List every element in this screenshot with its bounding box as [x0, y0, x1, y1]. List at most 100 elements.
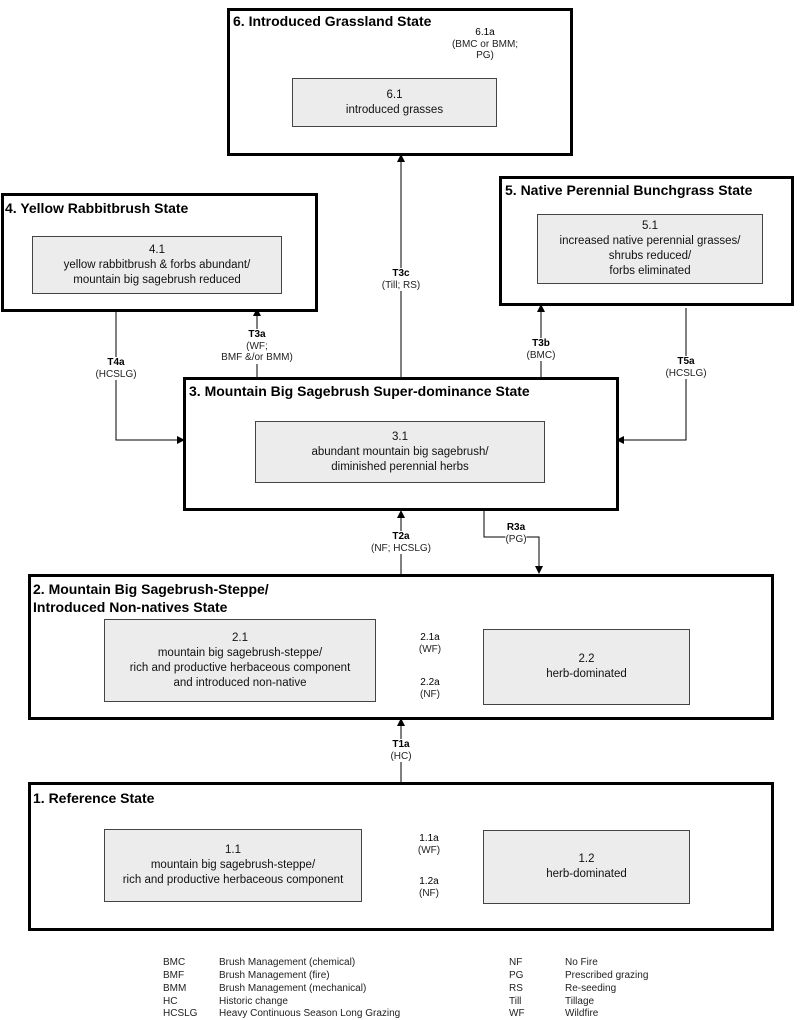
legend-row: BMC Brush Management (chemical) NF No Fi… [0, 957, 800, 969]
legend-desc: Re-seeding [565, 983, 617, 994]
phase-4-1-line: mountain big sagebrush reduced [73, 273, 241, 286]
label-t1a-code: T1a [392, 739, 410, 750]
state-6-title: 6. Introduced Grassland State [233, 13, 432, 29]
label-r3a-sub: (PG) [505, 533, 527, 545]
phase-5-1-id: 5.1 [642, 220, 658, 232]
phase-4-1: 4.1 yellow rabbitbrush & forbs abundant/… [32, 236, 282, 294]
phase-1-1-line: mountain big sagebrush-steppe/ [150, 859, 316, 871]
arrow-t4a [115, 311, 185, 444]
legend-abbr: NF [509, 957, 523, 968]
phase-6-1-line: introduced grasses [345, 103, 444, 116]
legend-desc: Brush Management (fire) [219, 970, 330, 981]
phase-1-2: 1.2 herb-dominated [483, 830, 690, 904]
label-2-2a-code: 2.2a [420, 677, 440, 688]
label-t3c-code: T3c [392, 268, 410, 279]
legend-row: BMF Brush Management (fire) PG Prescribe… [0, 970, 800, 982]
label-2-1a: 2.1a (WF) [418, 632, 442, 655]
phase-5-1-line: increased native perennial grasses/ [559, 235, 741, 247]
label-2-2a: 2.2a (NF) [420, 677, 440, 700]
legend-abbr: HC [163, 996, 178, 1007]
legend-desc: Historic change [219, 996, 288, 1007]
state-2-title-line2: Introduced Non-natives State [33, 599, 228, 615]
phase-3-1-line: diminished perennial herbs [331, 460, 469, 473]
state-2-title-line1: 2. Mountain Big Sagebrush-Steppe/ [33, 581, 269, 597]
phase-3-1: 3.1 abundant mountain big sagebrush/ dim… [255, 421, 545, 483]
phase-5-1-line: shrubs reduced/ [608, 250, 692, 262]
phase-2-1-line: rich and productive herbaceous component [129, 661, 351, 674]
phase-1-1-line: rich and productive herbaceous component [122, 874, 344, 886]
state-3-title: 3. Mountain Big Sagebrush Super-dominanc… [189, 383, 530, 399]
legend-desc: Prescribed grazing [565, 970, 649, 981]
legend-desc: Wildfire [565, 1008, 599, 1019]
legend-abbr: HCSLG [163, 1008, 198, 1019]
phase-6-1-id: 6.1 [386, 88, 403, 101]
label-t3c-sub: (Till; RS) [381, 279, 421, 291]
label-t1a: T1a (HC) [390, 739, 412, 762]
legend-desc: Heavy Continuous Season Long Grazing [219, 1008, 401, 1019]
label-1-2a: 1.2a (NF) [419, 876, 439, 899]
label-t3b: T3b (BMC) [526, 338, 556, 361]
label-t3b-sub: (BMC) [526, 349, 556, 361]
label-t2a-sub: (NF; HCSLG) [371, 542, 431, 554]
phase-2-2-line: herb-dominated [546, 668, 627, 680]
legend-abbr: PG [509, 970, 524, 981]
phase-5-1-line: forbs eliminated [609, 265, 691, 277]
label-t5a-code: T5a [677, 356, 695, 367]
label-1-1a: 1.1a (WF) [417, 833, 441, 856]
label-t4a: T4a (HCSLG) [95, 357, 137, 380]
label-t3b-code: T3b [532, 338, 550, 349]
phase-5-1: 5.1 increased native perennial grasses/ … [537, 214, 763, 284]
label-t3a-sub: (WF; [246, 340, 268, 352]
label-t3c: T3c (Till; RS) [381, 268, 421, 291]
phase-4-1-id: 4.1 [149, 243, 165, 256]
legend-abbr: WF [509, 1008, 525, 1019]
phase-2-1: 2.1 mountain big sagebrush-steppe/ rich … [104, 619, 376, 702]
legend-abbr: BMM [163, 983, 187, 994]
legend-abbr: BMF [163, 970, 185, 981]
label-t3a-sub: BMF &/or BMM) [221, 352, 293, 363]
legend-row: HCSLG Heavy Continuous Season Long Grazi… [0, 1008, 800, 1020]
label-t4a-code: T4a [107, 357, 125, 368]
legend-desc: Tillage [565, 996, 595, 1007]
phase-4-1-line: yellow rabbitbrush & forbs abundant/ [63, 258, 251, 271]
state-1-title: 1. Reference State [33, 790, 155, 806]
legend-desc: Brush Management (mechanical) [219, 983, 367, 994]
label-1-2a-code: 1.2a [419, 876, 439, 887]
legend-desc: No Fire [565, 957, 598, 968]
label-1-2a-sub: (NF) [419, 887, 439, 899]
label-t3a: T3a (WF; BMF &/or BMM) [221, 329, 293, 364]
legend-row: BMM Brush Management (mechanical) RS Re-… [0, 983, 800, 995]
label-2-1a-code: 2.1a [420, 632, 440, 643]
label-t4a-sub: (HCSLG) [95, 368, 137, 380]
phase-2-1-line: mountain big sagebrush-steppe/ [157, 646, 323, 659]
legend-row: HC Historic change Till Tillage [0, 996, 800, 1008]
phase-1-1-id: 1.1 [225, 844, 241, 856]
legend-abbr: Till [509, 996, 522, 1007]
label-1-1a-code: 1.1a [419, 833, 439, 844]
phase-3-1-line: abundant mountain big sagebrush/ [311, 445, 489, 458]
phase-2-2-id: 2.2 [578, 653, 595, 665]
phase-2-1-id: 2.1 [232, 631, 248, 644]
phase-2-1-line: and introduced non-native [173, 676, 307, 689]
phase-1-1: 1.1 mountain big sagebrush-steppe/ rich … [104, 829, 362, 902]
label-t5a: T5a (HCSLG) [665, 356, 707, 379]
legend-abbr: RS [509, 983, 523, 994]
label-6-1a-sub: (BMC or BMM; [451, 38, 519, 50]
legend-desc: Brush Management (chemical) [219, 957, 356, 968]
label-r3a-code: R3a [506, 522, 526, 533]
label-t2a-code: T2a [392, 531, 410, 542]
label-t5a-sub: (HCSLG) [665, 367, 707, 379]
label-t2a: T2a (NF; HCSLG) [371, 531, 431, 554]
arrow-t5a [616, 308, 687, 444]
label-6-1a: 6.1a (BMC or BMM; PG) [451, 27, 519, 62]
phase-1-2-line: herb-dominated [546, 868, 627, 880]
label-1-1a-sub: (WF) [417, 844, 441, 856]
label-6-1a-code: 6.1a [475, 27, 495, 38]
label-t1a-sub: (HC) [390, 750, 412, 762]
label-6-1a-sub: PG) [476, 50, 494, 61]
legend-abbr: BMC [163, 957, 186, 968]
state-5-title: 5. Native Perennial Bunchgrass State [505, 182, 753, 198]
phase-2-2: 2.2 herb-dominated [483, 629, 690, 705]
label-2-2a-sub: (NF) [420, 688, 440, 700]
phase-6-1: 6.1 introduced grasses [292, 78, 497, 127]
